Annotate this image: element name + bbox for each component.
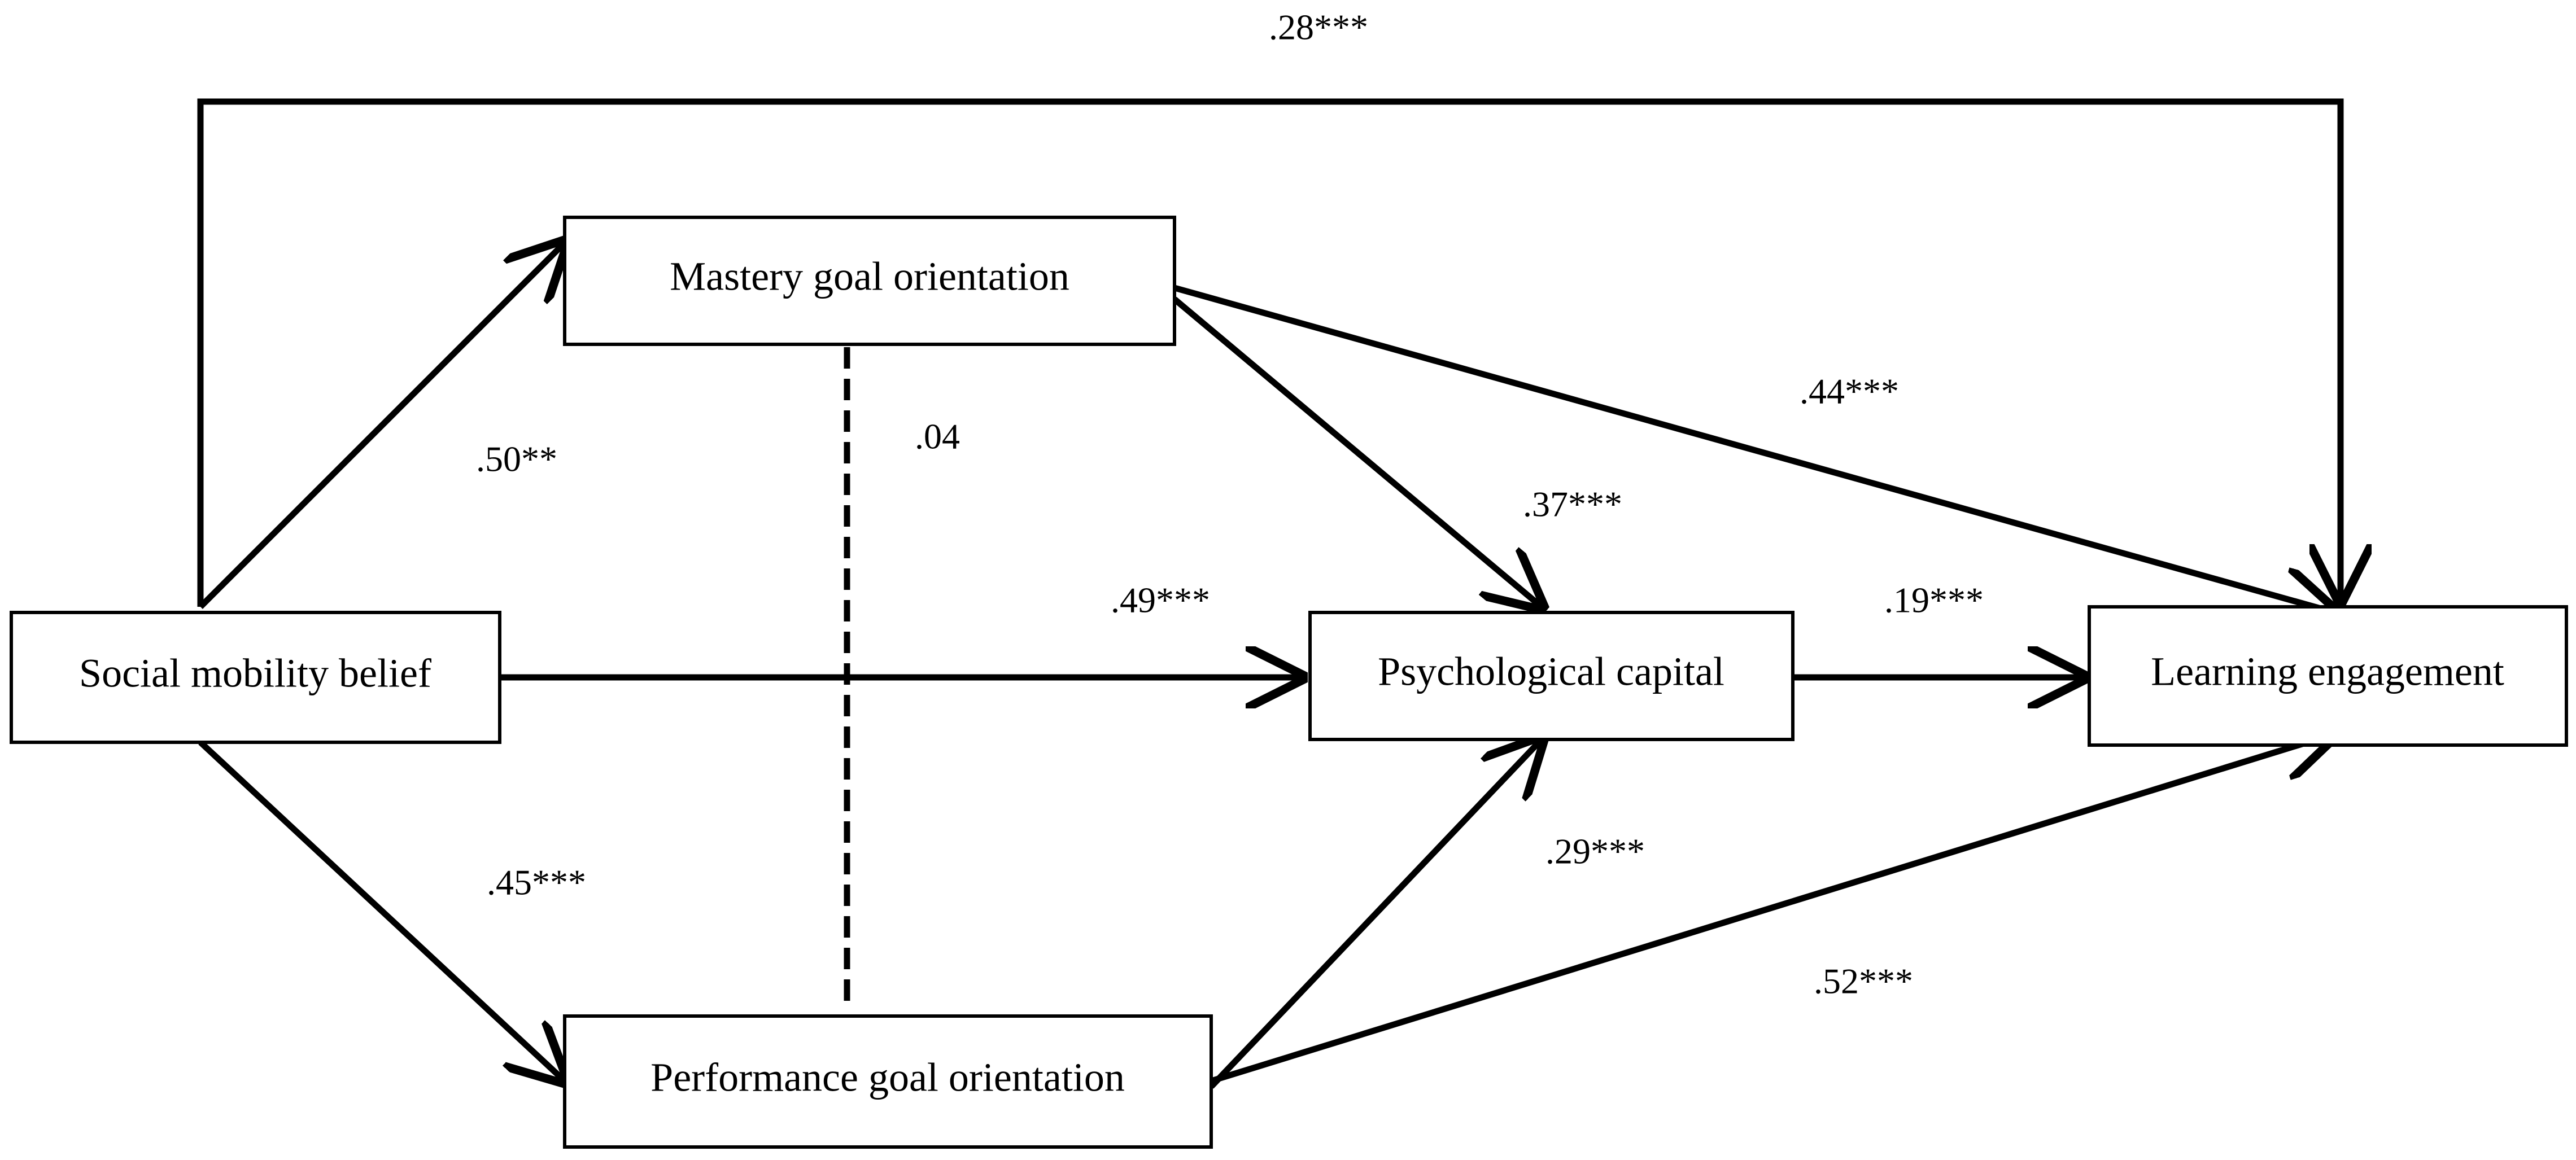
- edge-smb-to-mgo: [198, 243, 565, 609]
- edge-smb-to-le: [197, 98, 2341, 607]
- coef-pgo-to-pc: .29***: [1545, 831, 1645, 872]
- node-label: Social mobility belief: [79, 651, 431, 696]
- edge-pgo-to-le: [1210, 734, 2335, 1084]
- node-mastery-goal-orientation: Mastery goal orientation: [563, 216, 1176, 346]
- coef-smb-to-pgo: .45***: [487, 863, 586, 903]
- edge-smb-to-pgo: [198, 739, 565, 1081]
- edge-mgo-to-pc: [1172, 296, 1542, 607]
- node-label: Performance goal orientation: [650, 1055, 1125, 1100]
- coef-pgo-to-le: .52***: [1814, 961, 1913, 1001]
- coef-mgo-to-pc: .37***: [1523, 484, 1622, 524]
- node-label: Mastery goal orientation: [670, 254, 1069, 299]
- coef-mgo-to-le: .44***: [1800, 371, 1899, 412]
- node-learning-engagement: Learning engagement: [2088, 605, 2568, 747]
- node-social-mobility-belief: Social mobility belief: [10, 611, 501, 744]
- node-label: Psychological capital: [1378, 649, 1724, 694]
- coef-mgo-pgo: .04: [915, 417, 960, 457]
- node-psychological-capital: Psychological capital: [1308, 611, 1795, 741]
- coef-smb-to-le: .28***: [1269, 7, 1368, 47]
- edge-mgo-to-le: [1173, 284, 2335, 612]
- edge-pgo-to-pc: [1209, 739, 1542, 1089]
- node-performance-goal-orientation: Performance goal orientation: [563, 1014, 1213, 1149]
- coef-smb-to-pc: .49***: [1111, 580, 1210, 620]
- coef-pc-to-le: .19***: [1884, 580, 1984, 620]
- coef-smb-to-mgo: .50**: [476, 439, 557, 479]
- node-label: Learning engagement: [2151, 649, 2504, 694]
